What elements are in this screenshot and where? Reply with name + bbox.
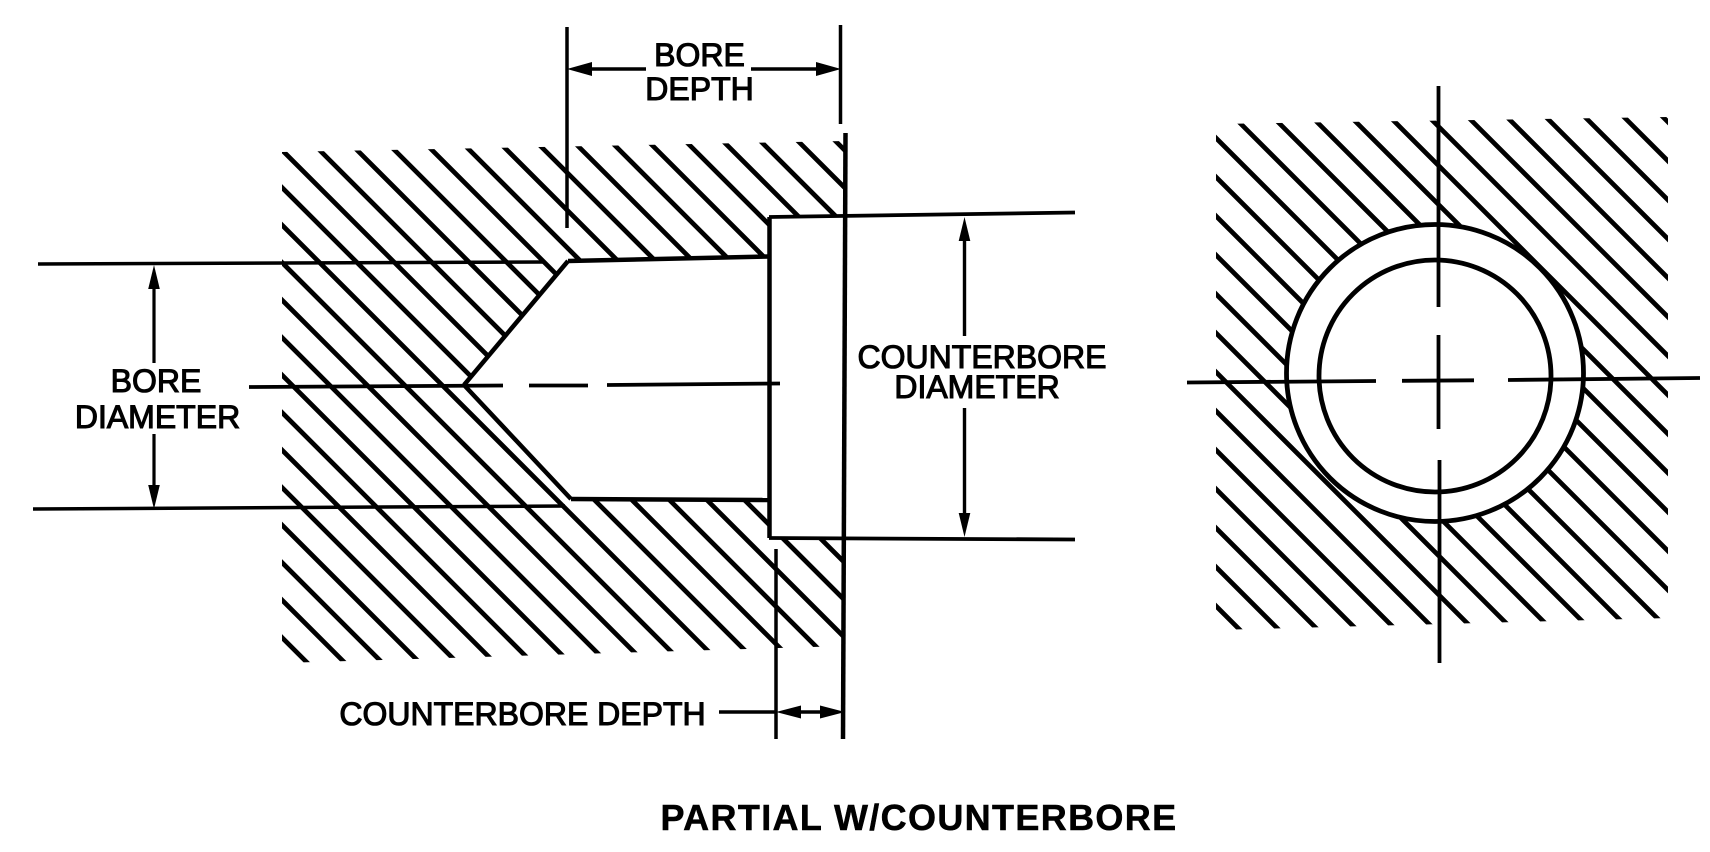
svg-text:DIAMETER: DIAMETER (894, 369, 1059, 405)
svg-text:PARTIAL W/COUNTERBORE: PARTIAL W/COUNTERBORE (660, 797, 1177, 838)
svg-text:COUNTERBORE: COUNTERBORE (858, 339, 1107, 375)
svg-text:DIAMETER: DIAMETER (75, 399, 240, 435)
svg-text:DEPTH: DEPTH (645, 71, 753, 107)
svg-text:COUNTERBORE DEPTH: COUNTERBORE DEPTH (339, 696, 705, 732)
svg-text:BORE: BORE (111, 363, 202, 399)
svg-text:BORE: BORE (654, 37, 745, 73)
